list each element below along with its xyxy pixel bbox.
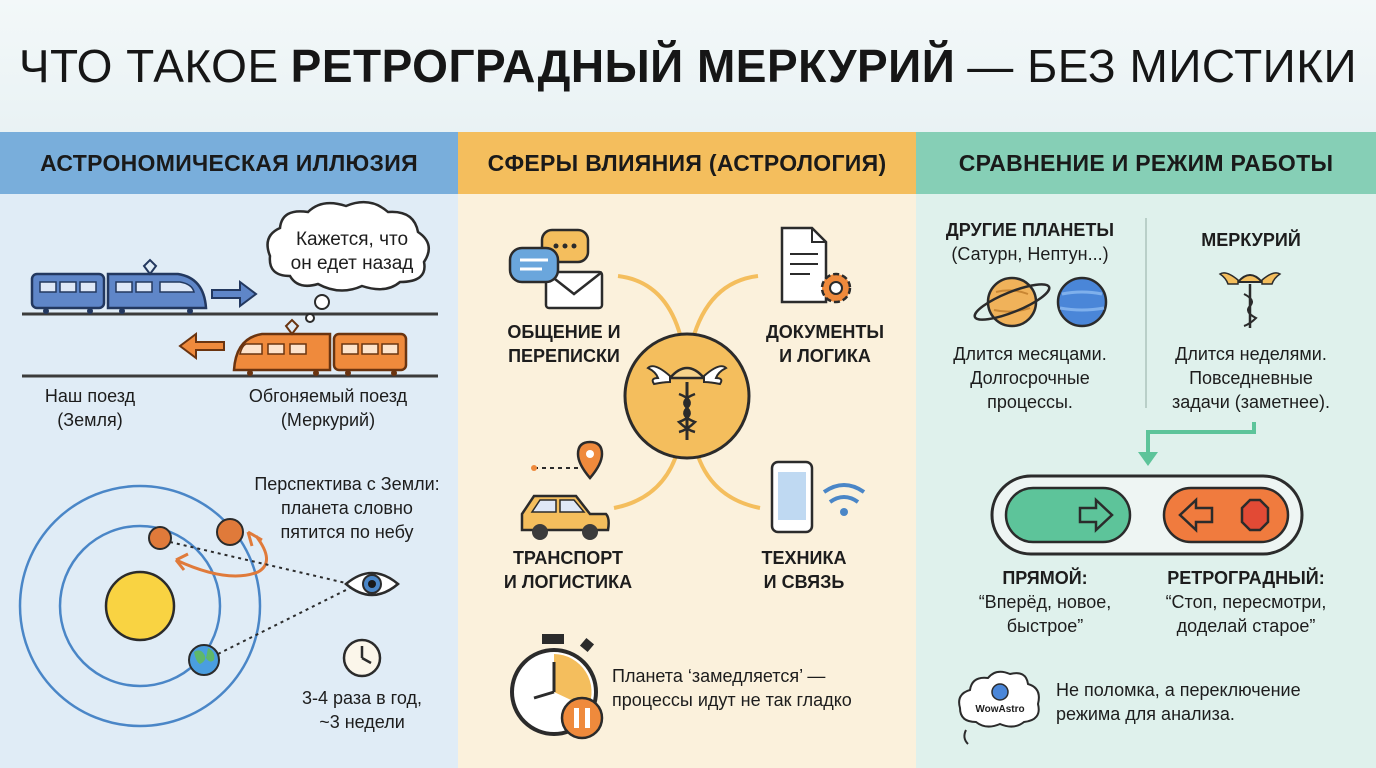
phone-wifi-icon (770, 460, 866, 534)
sun-icon (104, 570, 176, 642)
sphere-documents-label: ДОКУМЕНТЫ И ЛОГИКА (765, 322, 885, 366)
slowdown-text: Планета ‘замедляется’ — процессы идут не… (612, 666, 852, 710)
our-train-icon (30, 258, 208, 314)
stopwatch-icon (510, 634, 604, 740)
stop-icon (1240, 498, 1270, 532)
eye-icon (344, 571, 400, 597)
thought-text: Кажется, что он едет назад (290, 229, 414, 274)
comparison-header: СРАВНЕНИЕ И РЕЖИМ РАБОТЫ (916, 132, 1376, 194)
clock-icon (342, 638, 382, 678)
other-train-label: Обгоняемый поезд (Меркурий) (248, 386, 408, 430)
other-planets-desc: Длится месяцами. Долгосрочные процессы. (953, 344, 1107, 412)
our-train-label: Наш поезд (Земля) (44, 386, 136, 430)
mercury-desc: Длится неделями. Повседневные задачи (за… (1171, 344, 1331, 412)
document-gear-icon (780, 226, 852, 304)
title-pre: ЧТО ТАКОЕ (18, 40, 279, 92)
chat-mail-icon (508, 228, 604, 310)
comparison-column: СРАВНЕНИЕ И РЕЖИМ РАБОТЫ (916, 132, 1376, 768)
spheres-header: СФЕРЫ ВЛИЯНИЯ (АСТРОЛОГИЯ) (458, 132, 916, 194)
spheres-illustration (508, 226, 866, 740)
retro-mode-pill (1162, 486, 1290, 544)
connector-transport (613, 449, 680, 510)
logo-text: WowAstro (975, 704, 1025, 715)
comparison-illustration (958, 218, 1304, 745)
connector-tech (694, 449, 761, 510)
retrograde-loop (175, 535, 268, 578)
sphere-transport-label: ТРАНСПОРТ И ЛОГИСТИКА (503, 548, 633, 592)
sight-line-2 (217, 587, 351, 655)
spheres-column: СФЕРЫ ВЛИЯНИЯ (АСТРОЛОГИЯ) (458, 132, 916, 768)
note-text: Не поломка, а переключение режима для ан… (1056, 680, 1301, 724)
retro-mode-label: РЕТРОГРАДНЫЙ: “Стоп, пересмотри, доделай… (1165, 568, 1327, 636)
arrow-right-icon (211, 280, 258, 308)
neptune-icon (1056, 276, 1108, 328)
perspective-label: Перспектива с Земли: планета словно пяти… (254, 474, 440, 542)
car-location-icon (520, 440, 610, 540)
connector-communication (617, 274, 684, 343)
elbow-connector (1146, 422, 1256, 454)
saturn-icon (973, 276, 1051, 328)
frequency-label: 3-4 раза в год, ~3 недели (302, 688, 422, 732)
back-arrow-icon (1178, 497, 1214, 533)
thought-bubble-icon (266, 200, 431, 323)
sphere-communication-label: ОБЩЕНИЕ И ПЕРЕПИСКИ (507, 322, 621, 366)
inner-orbit (58, 524, 222, 688)
mercury-small-icon (1218, 272, 1282, 328)
mercury-position-1 (148, 526, 172, 550)
overtaken-train-icon (232, 318, 408, 376)
astronomy-column: АСТРОНОМИЧЕСКАЯ ИЛЛЮЗИЯ (0, 132, 458, 768)
astronomy-header: АСТРОНОМИЧЕСКАЯ ИЛЛЮЗИЯ (0, 132, 458, 194)
page-title: ЧТО ТАКОЕ РЕТРОГРАДНЫЙ МЕРКУРИЙ — БЕЗ МИ… (0, 0, 1376, 132)
wowastro-logo-icon (958, 670, 1040, 745)
outer-orbit (18, 484, 262, 728)
title-bold: РЕТРОГРАДНЫЙ МЕРКУРИЙ (290, 40, 956, 92)
mercury-position-2 (216, 518, 244, 546)
sphere-tech-label: ТЕХНИКА И СВЯЗЬ (761, 548, 847, 592)
arrow-left-icon (178, 332, 225, 360)
direct-mode-label: ПРЯМОЙ: “Вперёд, новое, быстрое” (978, 568, 1112, 636)
mercury-symbol-icon (623, 332, 751, 460)
mercury-title: МЕРКУРИЙ (1201, 230, 1301, 250)
sight-line-1 (169, 541, 351, 585)
earth-icon (188, 644, 220, 676)
title-post: — БЕЗ МИСТИКИ (967, 40, 1358, 92)
connector-documents (690, 274, 759, 343)
astronomy-illustration (18, 200, 438, 728)
arrow-down-icon (1138, 452, 1158, 466)
other-planets-block: ДРУГИЕ ПЛАНЕТЫ (Сатурн, Нептун...) (945, 220, 1115, 264)
forward-arrow-icon (1078, 497, 1114, 533)
